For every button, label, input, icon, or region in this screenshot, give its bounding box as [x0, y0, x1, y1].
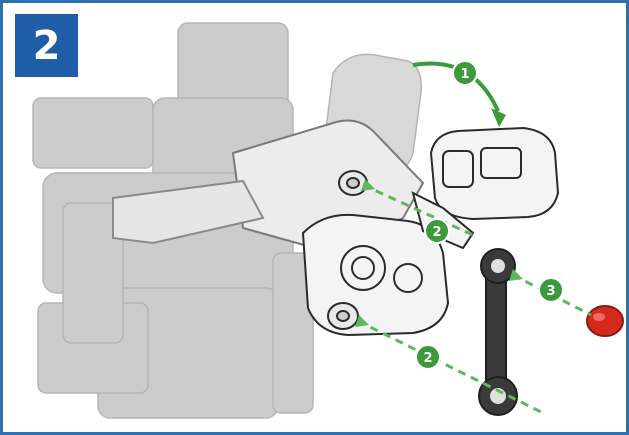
callout-2a: 2 [425, 219, 449, 243]
callout-1-label: 1 [460, 67, 469, 82]
step-number: 2 [33, 23, 61, 69]
step-number-badge: 2 [15, 14, 78, 77]
callout-3-label: 3 [546, 284, 555, 299]
callout-2b-label: 2 [423, 351, 432, 366]
callout-2b: 2 [416, 345, 440, 369]
red-pin-icon [587, 306, 623, 336]
callout-3: 3 [539, 278, 563, 302]
assembly-illustration: 1 2 2 3 [3, 3, 629, 435]
callout-2a-label: 2 [432, 225, 441, 240]
callout-1: 1 [453, 61, 477, 85]
